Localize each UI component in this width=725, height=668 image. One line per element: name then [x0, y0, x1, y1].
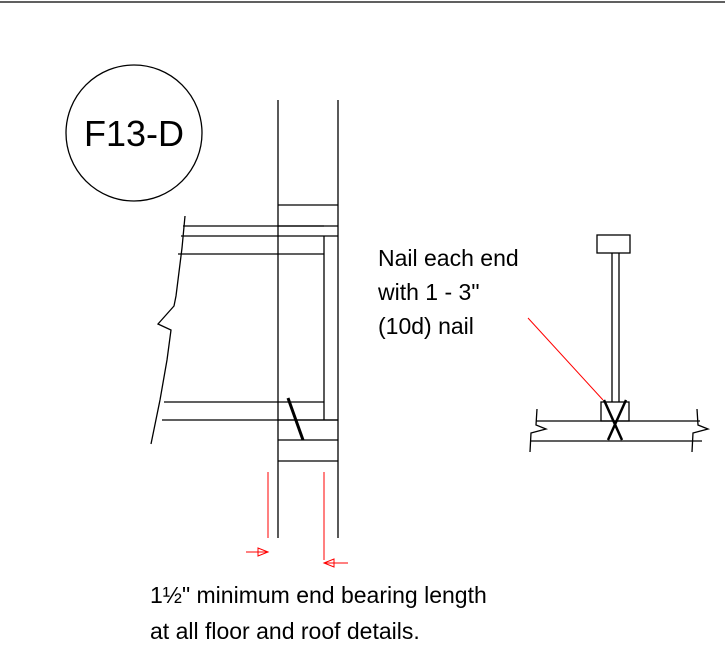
toe-nail-cross-a	[602, 399, 624, 441]
toe-nail-cross-b	[606, 399, 628, 441]
bearing-caption: 1½" minimum end bearing length at all fl…	[150, 582, 487, 644]
break-line	[150, 215, 186, 445]
callout-line-2: with 1 - 3"	[377, 279, 479, 305]
callout-line-3: (10d) nail	[378, 313, 474, 339]
callout-line-1: Nail each end	[378, 245, 519, 271]
bearing-length-dimension	[246, 472, 348, 568]
floor-joist-section	[150, 215, 338, 445]
detail-tag-text: F13-D	[84, 113, 184, 154]
detail-tag-circle	[65, 64, 203, 202]
wall-section	[277, 100, 339, 538]
nail-callout-note: Nail each end with 1 - 3" (10d) nail	[377, 245, 519, 339]
cross-section-detail	[529, 234, 711, 453]
caption-line-1: 1½" minimum end bearing length	[150, 582, 487, 608]
callout-leader-line	[527, 317, 604, 401]
caption-line-2: at all floor and roof details.	[150, 618, 420, 644]
detail-tag: F13-D	[65, 64, 203, 202]
toe-nail-left	[286, 397, 305, 441]
